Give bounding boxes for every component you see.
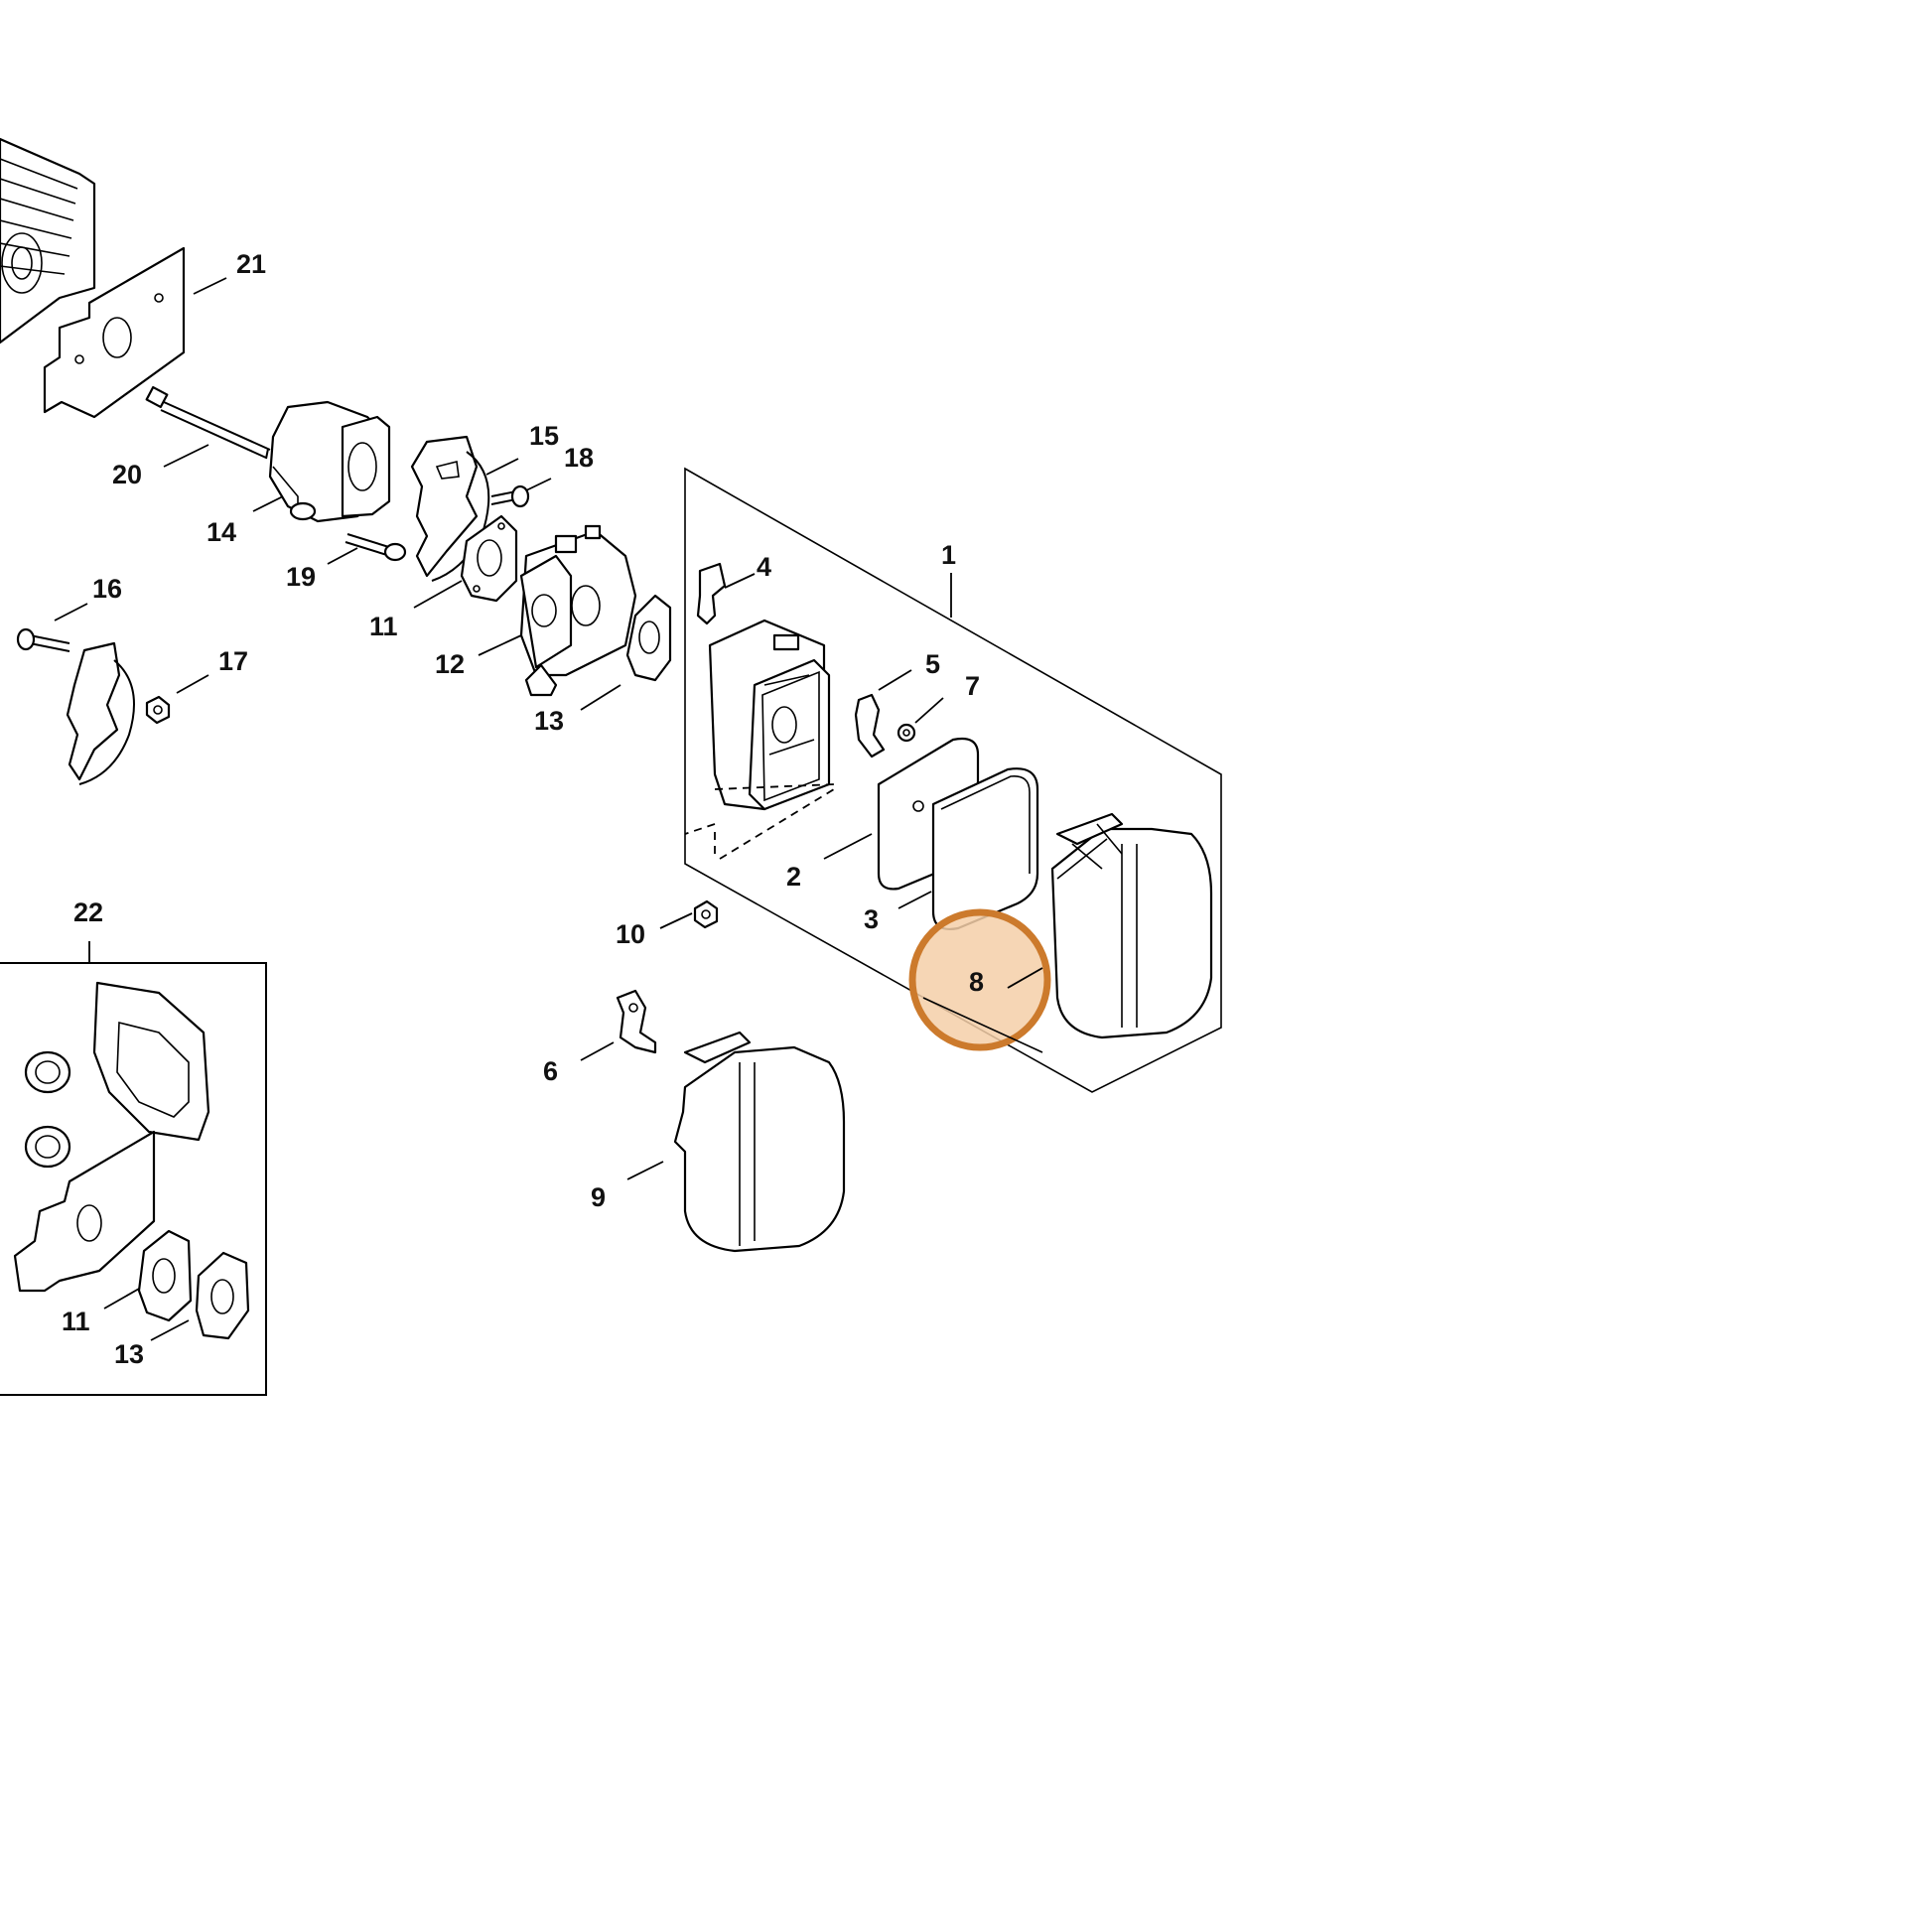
box-22-gasket-13-part <box>195 1251 250 1340</box>
nut-7-part <box>897 723 916 743</box>
screw-18-part <box>490 484 530 508</box>
callout-15[interactable]: 15 <box>529 421 559 451</box>
callout-19[interactable]: 19 <box>286 562 316 592</box>
callout-11[interactable]: 11 <box>369 612 398 641</box>
nut-17-part <box>145 695 171 725</box>
nut-10-part <box>693 899 719 929</box>
callout-21[interactable]: 21 <box>236 249 266 279</box>
callout-17[interactable]: 17 <box>218 646 248 676</box>
box-22-seal-1-part <box>24 1050 71 1094</box>
filter-housing-part <box>708 619 831 811</box>
screw-19-part <box>345 533 407 562</box>
clip-5-part <box>854 693 886 759</box>
box-22-seal-2-part <box>24 1125 71 1169</box>
callout-13-box[interactable]: 13 <box>114 1339 144 1369</box>
leader-dashed-housing <box>684 783 835 854</box>
callout-13[interactable]: 13 <box>534 706 564 736</box>
callout-9[interactable]: 9 <box>591 1182 606 1212</box>
cover-9-part <box>673 1031 846 1253</box>
callout-14[interactable]: 14 <box>207 517 236 547</box>
callout-4[interactable]: 4 <box>757 552 771 582</box>
box-22-gasket-plate-part <box>13 1130 156 1293</box>
callout-3[interactable]: 3 <box>864 904 879 934</box>
kit-frame <box>684 467 1222 1093</box>
intake-flange-14-part <box>268 400 391 523</box>
bracket-16-part <box>66 641 135 785</box>
bolt-20-part <box>145 385 271 460</box>
callout-11-box[interactable]: 11 <box>62 1307 90 1336</box>
box-22-frame <box>0 962 267 1396</box>
clip-6-part <box>616 989 657 1054</box>
gasket-11-part <box>460 514 518 603</box>
callout-18[interactable]: 18 <box>564 443 594 473</box>
clip-4-part <box>696 562 727 625</box>
cylinder-part <box>0 137 96 345</box>
callout-1[interactable]: 1 <box>941 540 956 570</box>
gasket-13-part <box>625 594 672 682</box>
carburetor-12-part <box>519 524 637 697</box>
cover-8-part <box>1050 812 1213 1039</box>
callout-20[interactable]: 20 <box>112 460 142 489</box>
callout-16[interactable]: 16 <box>92 574 122 604</box>
callout-2[interactable]: 2 <box>786 862 801 892</box>
callout-6[interactable]: 6 <box>543 1056 558 1086</box>
callout-7[interactable]: 7 <box>965 671 980 701</box>
leader-lines <box>54 277 1043 1341</box>
box-22-gasket-11-part <box>137 1229 193 1322</box>
callout-22[interactable]: 22 <box>73 897 103 927</box>
box-22-gasket-part <box>92 981 210 1142</box>
gasket-21-part <box>43 246 186 419</box>
callout-10[interactable]: 10 <box>616 919 645 949</box>
callout-12[interactable]: 12 <box>435 649 465 679</box>
callout-8[interactable]: 8 <box>969 967 984 997</box>
callout-5[interactable]: 5 <box>925 649 940 679</box>
screw-16-part <box>16 627 70 652</box>
highlight-circle[interactable] <box>908 908 1051 1051</box>
